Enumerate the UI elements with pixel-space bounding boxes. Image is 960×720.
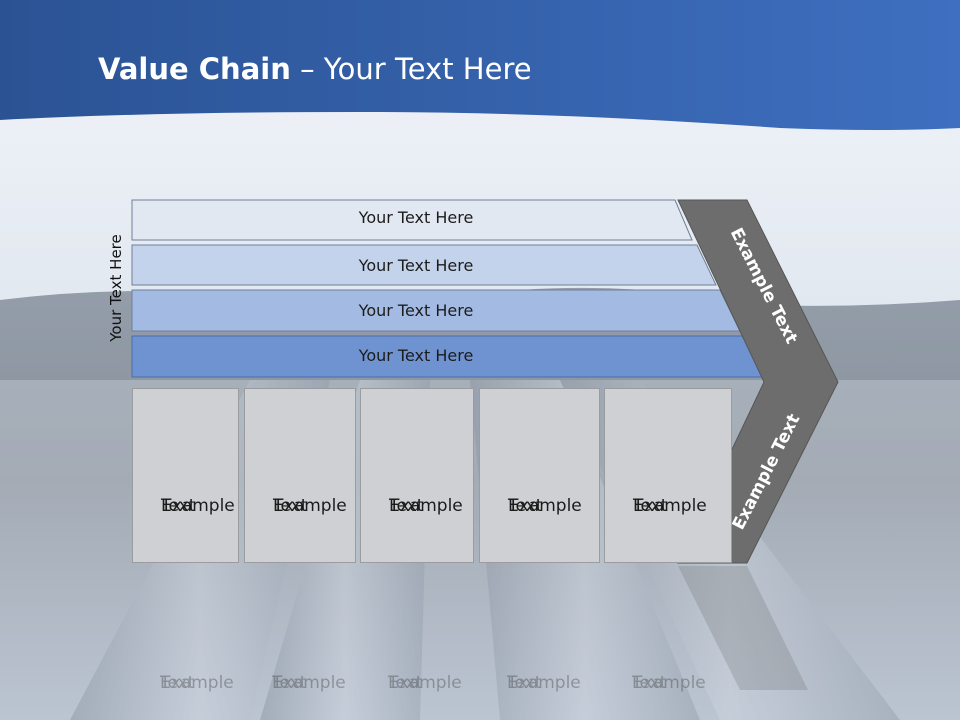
band-1-label: Your Text Here <box>358 208 474 227</box>
band-1 <box>131 199 693 241</box>
title-rest: – Your Text Here <box>290 52 532 86</box>
chevron-arrow <box>677 199 839 564</box>
band-3-label: Your Text Here <box>358 301 474 320</box>
header-banner <box>0 0 960 130</box>
title-bold: Value Chain <box>98 52 291 86</box>
band-2 <box>131 244 717 286</box>
band-4-label: Your Text Here <box>358 346 474 365</box>
chevron-reflection <box>678 566 808 690</box>
side-label: Your Text Here <box>107 234 125 342</box>
page-title: Value Chain – Your Text Here <box>98 52 532 86</box>
band-2-label: Your Text Here <box>358 256 474 275</box>
